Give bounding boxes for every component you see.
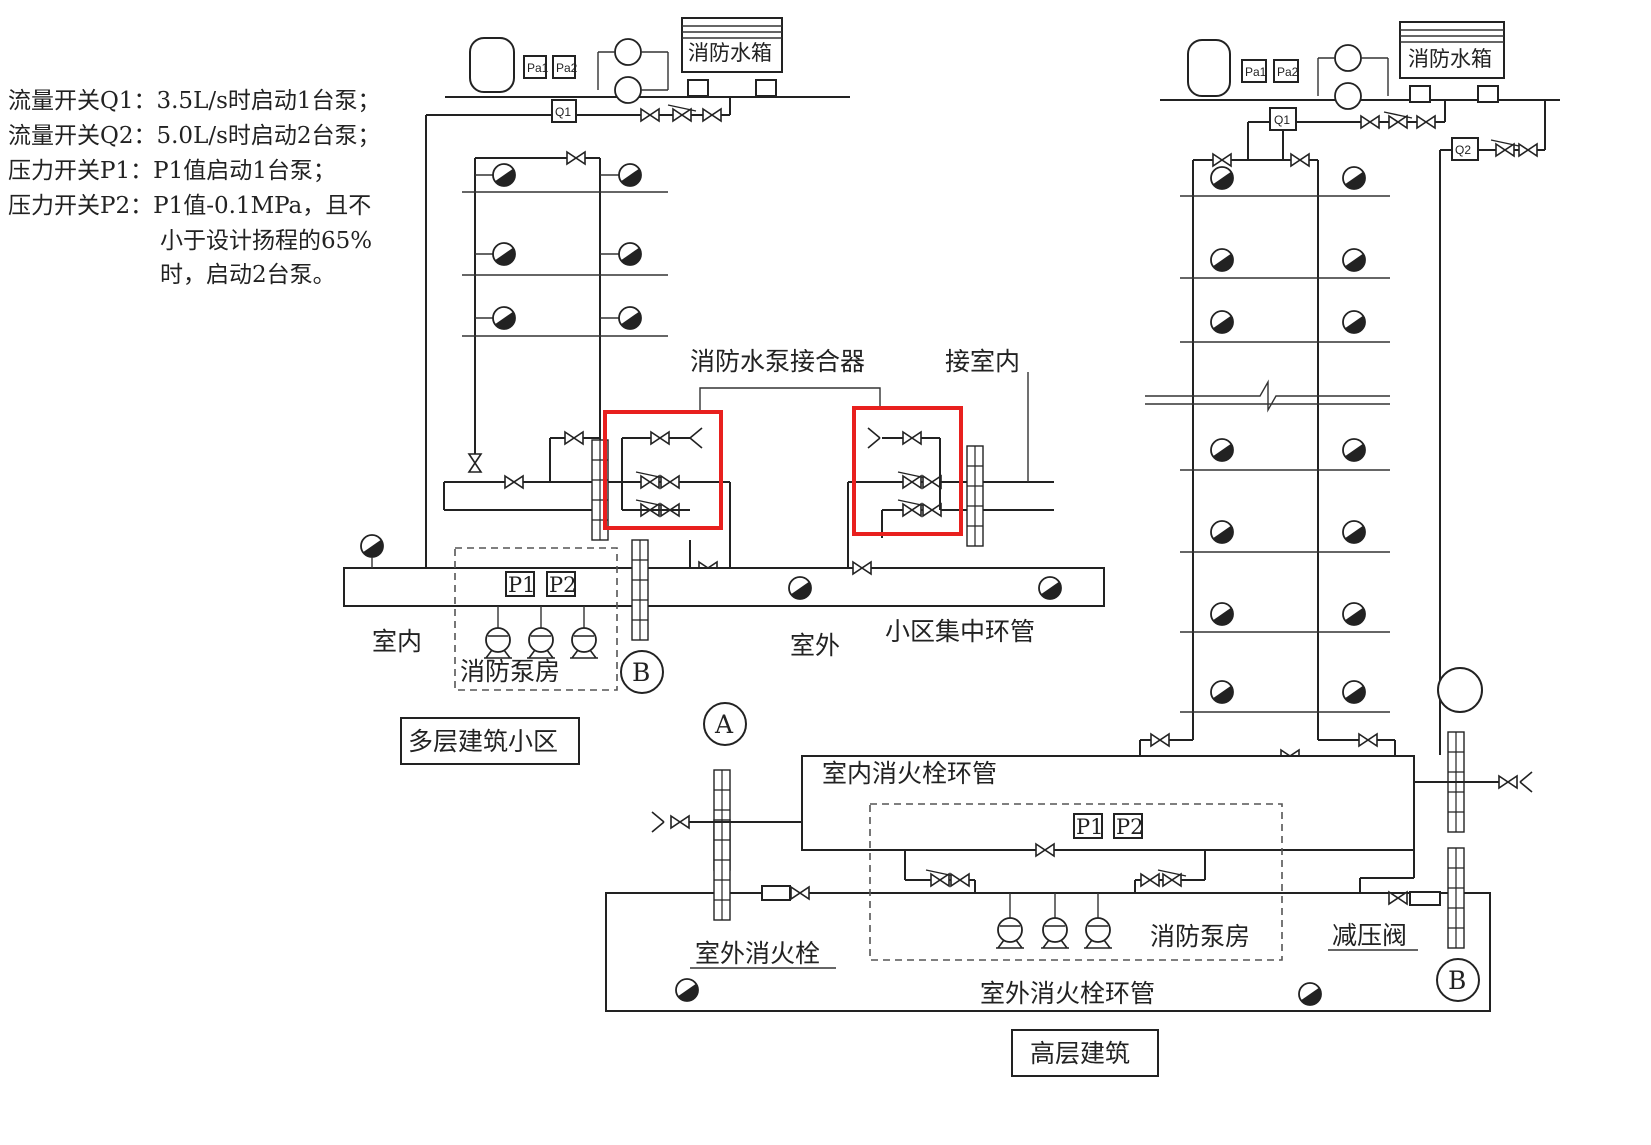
to-indoor-label: 接室内 [945,347,1020,376]
pressure-switch-pa2-right [1273,59,1299,83]
pump-room-label-right: 消防泵房 [1150,922,1250,951]
pressure-tank-right [1187,39,1231,97]
p2-label-right: P2 [1116,815,1144,839]
flow-switch-q1-left [551,99,577,123]
roof-pump-2-left [614,76,642,104]
note-p2-line1: 压力开关P2：P1值-0.1MPa，且不 [8,193,371,219]
pa2-label-right: Pa2 [1277,65,1299,79]
hydrants-right [1180,166,1390,713]
fire-water-tank-left [681,17,783,73]
highrise-title-box [1011,1029,1159,1077]
highlight-box-right [852,406,963,536]
pressure-reducing-valve [1409,891,1441,906]
multistorey-title: 多层建筑小区 [408,727,558,756]
pressure-switch-pa1-right [1241,59,1267,83]
right-column-top-circle [1437,667,1483,713]
p1-label-right: P1 [1076,815,1104,839]
pump-room-label-left: 消防泵房 [460,657,560,686]
outdoor-label-left: 室外 [790,631,840,660]
p1-label-left: P1 [508,573,536,597]
tank-label-right: 消防水箱 [1408,47,1492,71]
marker-b-right [1436,958,1480,1002]
note-p2-line2: 小于设计扬程的65% [160,228,372,254]
q1-label-left: Q1 [555,105,571,119]
indoor-ring-label: 室内消火栓环管 [822,759,997,788]
pump-room-left [454,547,618,691]
marker-a-label: A [714,710,734,739]
community-ring-main [343,567,1105,607]
q2-label-right: Q2 [1455,143,1471,157]
prv-label: 减压阀 [1332,921,1407,950]
pa1-label-left: Pa1 [527,61,549,75]
roof-pump-1-right [1334,44,1362,72]
highlight-box-left [603,410,723,530]
note-p1: 压力开关P1：P1值启动1台泵； [8,158,336,184]
p2-label-left: P2 [549,573,577,597]
marker-b-left [620,650,664,694]
pa1-label-right: Pa1 [1245,65,1267,79]
marker-a [703,702,747,746]
tank-label-left: 消防水箱 [688,41,772,65]
outdoor-ring-label: 室外消火栓环管 [980,979,1155,1008]
pressure-switch-pa1-left [523,55,547,79]
community-ring-label: 小区集中环管 [885,617,1035,646]
note-q2: 流量开关Q2：5.0L/s时启动2台泵； [8,123,381,149]
pump-room-right [869,803,1283,961]
highrise-title: 高层建筑 [1030,1039,1130,1068]
multistorey-title-box [400,717,580,765]
marker-b-left-label: B [632,658,650,687]
note-q1: 流量开关Q1：3.5L/s时启动1台泵； [8,88,381,114]
pressure-tank-left [469,37,515,93]
right-system: Pa1 Pa2 消防水箱 Q1 Q2 [605,21,1560,1077]
outdoor-hydrant-label: 室外消火栓 [695,939,820,968]
fire-water-tank-right [1399,21,1505,79]
indoor-hydrant-ring-main [801,755,1415,851]
outdoor-hydrant-ring-main [605,892,1491,1012]
left-system: Pa1 Pa2 消防水箱 Q1 [343,17,1105,765]
note-p2-line3: 时，启动2台泵。 [160,262,336,288]
hydrants-left [462,163,668,337]
pressure-switch-pa2-left [552,55,576,79]
q1-label-right: Q1 [1274,113,1290,127]
notes: 流量开关Q1：3.5L/s时启动1台泵； 流量开关Q2：5.0L/s时启动2台泵… [8,88,381,288]
roof-pump-1-left [614,38,642,66]
pump-connector-label: 消防水泵接合器 [690,347,865,376]
indoor-label-left: 室内 [372,627,422,656]
pa2-label-left: Pa2 [556,61,578,75]
roof-pump-2-right [1334,82,1362,110]
marker-b-right-label: B [1448,966,1466,995]
